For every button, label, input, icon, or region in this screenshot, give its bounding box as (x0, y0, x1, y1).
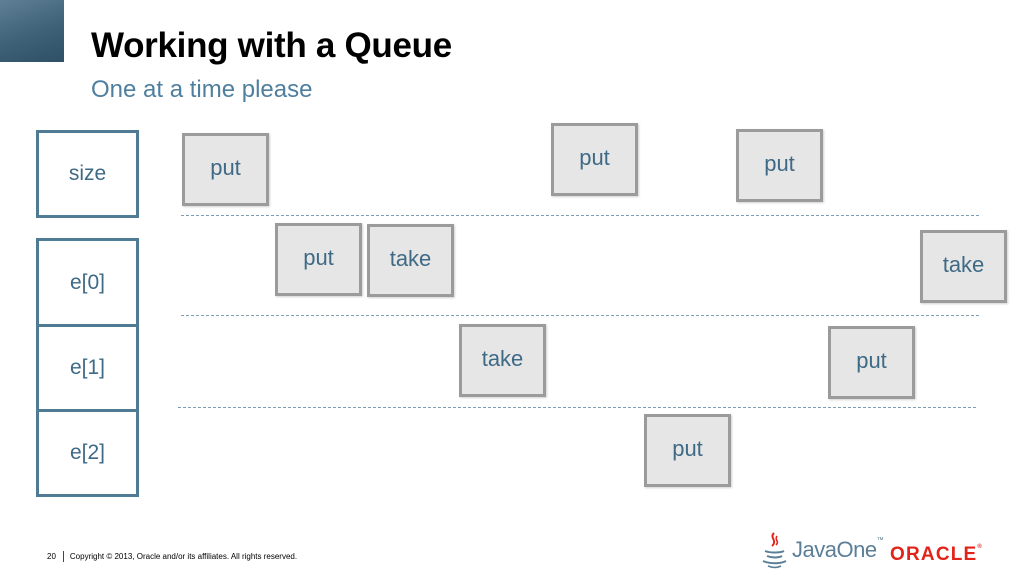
javaone-wordmark: JavaOne™ (792, 537, 884, 562)
javaone-logo: JavaOne™ (760, 530, 884, 570)
op-take: take (920, 230, 1007, 303)
slide-subtitle: One at a time please (91, 76, 313, 103)
corner-accent (0, 0, 64, 62)
op-put: put (182, 133, 269, 206)
copyright-text: Copyright © 2013, Oracle and/or its affi… (69, 552, 298, 561)
slot-e2: e[2] (36, 409, 139, 497)
op-put: put (551, 123, 638, 196)
op-take: take (459, 324, 546, 397)
row-divider (181, 315, 979, 316)
op-put: put (828, 326, 915, 399)
footer: 20 Copyright © 2013, Oracle and/or its a… (47, 551, 297, 562)
op-put: put (644, 414, 731, 487)
slot-e1: e[1] (36, 324, 139, 412)
java-cup-icon (762, 532, 787, 569)
op-put: put (275, 223, 362, 296)
op-put: put (736, 129, 823, 202)
row-divider (181, 215, 979, 216)
oracle-logo: ORACLE® (890, 544, 982, 565)
page-number: 20 (47, 552, 56, 561)
slot-e0: e[0] (36, 238, 139, 327)
row-divider (178, 407, 976, 408)
slot-size: size (36, 130, 139, 218)
slide-title: Working with a Queue (91, 26, 452, 65)
footer-separator (62, 551, 64, 562)
op-take: take (367, 224, 454, 297)
